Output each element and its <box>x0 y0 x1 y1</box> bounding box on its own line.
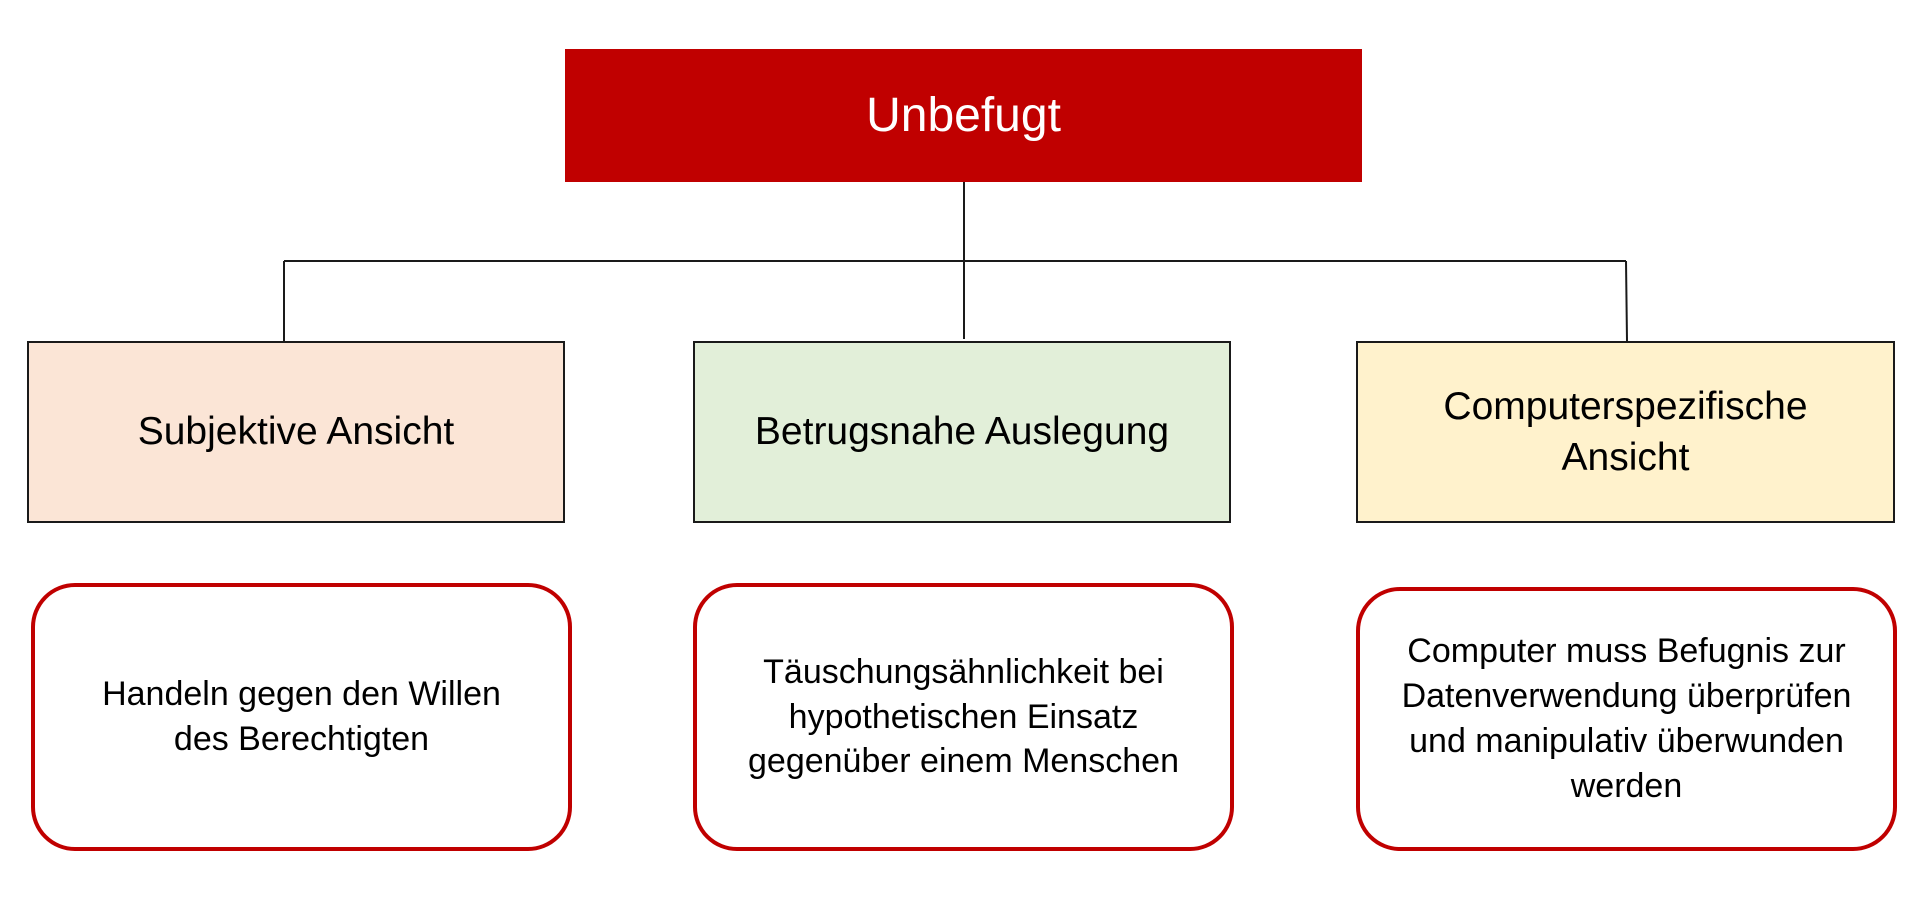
category-node-betrugsnahe-auslegung: Betrugsnahe Auslegung <box>693 341 1231 523</box>
root-node-label: Unbefugt <box>866 89 1061 142</box>
category-label: Betrugsnahe Auslegung <box>754 410 1170 454</box>
description-text: Täuschungsähnlichkeit bei hypothetischen… <box>748 652 1179 781</box>
description-node-computerspezifisch: Computer muss Befugnis zur Datenverwendu… <box>1356 587 1897 851</box>
branch-line-right <box>1625 260 1628 342</box>
category-node-computerspezifische-ansicht: Computerspezifische Ansicht <box>1356 341 1895 523</box>
category-label: Subjektive Ansicht <box>137 410 455 454</box>
description-node-betrugsnah: Täuschungsähnlichkeit bei hypothetischen… <box>693 583 1234 851</box>
root-node-unbefugt: Unbefugt <box>565 49 1362 182</box>
description-text: Handeln gegen den Willen des Berechtigte… <box>102 675 501 758</box>
description-text: Computer muss Befugnis zur Datenverwendu… <box>1401 632 1852 805</box>
category-node-subjektive-ansicht: Subjektive Ansicht <box>27 341 565 523</box>
description-node-subjektive: Handeln gegen den Willen des Berechtigte… <box>31 583 572 851</box>
category-label: Computerspezifische Ansicht <box>1443 384 1808 479</box>
